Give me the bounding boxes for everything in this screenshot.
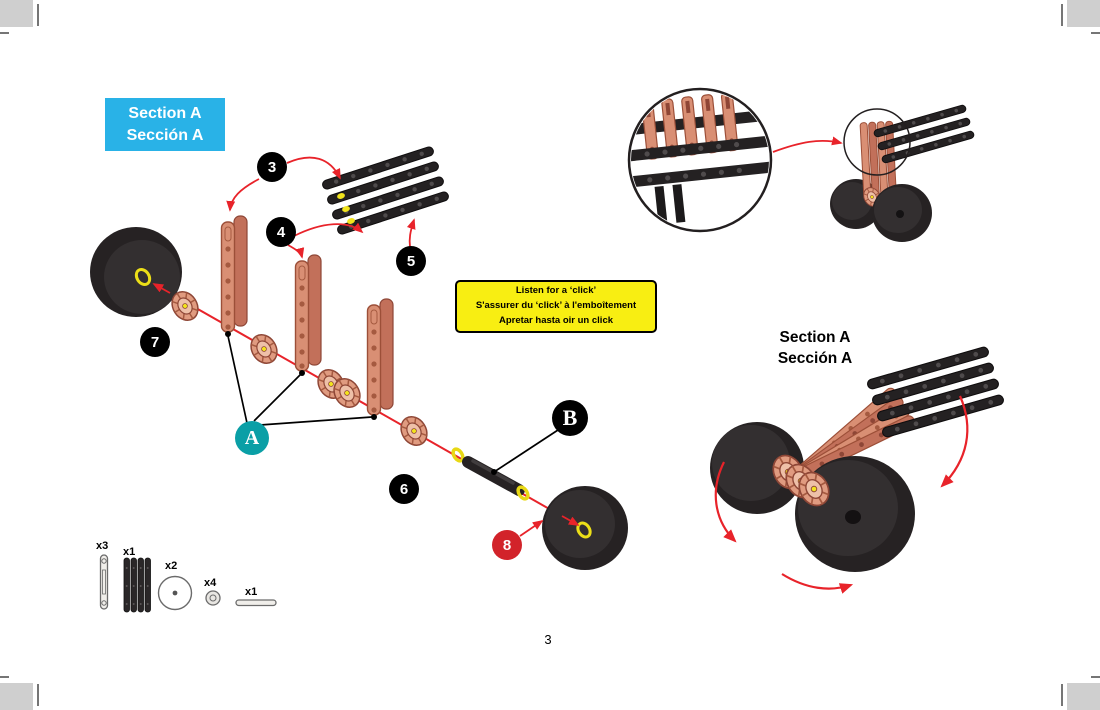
link-beam-1 — [220, 215, 248, 333]
rotation-arrows — [714, 395, 969, 594]
part-nut-icon — [205, 590, 221, 606]
page-corner-mark — [0, 0, 33, 27]
rotation-arrow-left — [714, 461, 737, 543]
part-count-x3: x3 — [96, 540, 109, 552]
rotation-arrow-right — [940, 395, 969, 488]
cart-front-wheel — [872, 184, 932, 242]
exploded-view — [90, 145, 628, 570]
page-corner-mark — [1067, 0, 1100, 27]
front-wheel — [542, 486, 628, 570]
link-beam-3 — [366, 298, 394, 416]
parts-icons — [99, 554, 277, 613]
washer — [451, 447, 465, 463]
washer — [516, 485, 530, 501]
part-link-icon — [99, 554, 109, 610]
click-note-box: Listen for a ‘click’ S'assurer du ‘click… — [455, 280, 657, 333]
part-count-x4-nut: x4 — [204, 577, 217, 589]
callout-a-badge: A — [235, 421, 269, 455]
axle-rod — [462, 456, 525, 496]
step-8-badge: 8 — [492, 530, 522, 560]
page-number: 3 — [544, 632, 552, 647]
note-line-en: Listen for a ‘click’ — [515, 285, 597, 297]
rear-wheel — [90, 227, 182, 317]
step-7-badge: 7 — [140, 327, 170, 357]
part-beams-icon — [123, 557, 151, 613]
note-line-es: Apretar hasta oir un click — [498, 314, 614, 326]
zoom-source-circle — [843, 108, 911, 176]
callout-b-badge: B — [552, 400, 588, 436]
section-a-label: Section A Sección A — [105, 98, 225, 151]
section-right-line1: Section A — [779, 329, 851, 346]
crop-marks — [0, 4, 1100, 706]
cart-preview — [830, 103, 976, 242]
part-count-x1-rod: x1 — [245, 586, 258, 598]
section-a-heading-right: Section A Sección A — [757, 328, 873, 370]
magnifier-circle — [627, 87, 773, 233]
assembly-arrows — [152, 156, 580, 537]
part-count-x2-disc: x2 — [165, 560, 178, 572]
detail-zoom — [627, 87, 843, 233]
part-disc-icon — [157, 575, 193, 611]
callout-pointer-lines — [225, 331, 559, 475]
cart-beam-stack — [872, 103, 976, 165]
section-a-line2: Sección A — [126, 126, 204, 144]
zoom-arrow — [772, 136, 843, 153]
black-beam-stack — [320, 145, 451, 236]
page-corner-mark — [1067, 683, 1100, 710]
assembled-vehicle — [710, 345, 1006, 594]
part-rod-icon — [235, 599, 277, 607]
step-3-badge: 3 — [257, 152, 287, 182]
part-count-x1-beams: x1 — [123, 546, 136, 558]
step-6-badge: 6 — [389, 474, 419, 504]
rotation-arrow-bottom — [781, 573, 854, 594]
section-right-line2: Sección A — [777, 349, 853, 367]
vehicle-rear-wheel — [710, 422, 804, 514]
section-a-line1: Section A — [128, 104, 202, 122]
link-beam-2 — [294, 254, 322, 372]
step-5-badge: 5 — [396, 246, 426, 276]
pin-highlights — [337, 193, 355, 224]
note-line-fr: S'assurer du ‘click’ à l'emboîtement — [475, 300, 637, 312]
page-corner-mark — [0, 683, 33, 710]
step-4-badge: 4 — [266, 217, 296, 247]
